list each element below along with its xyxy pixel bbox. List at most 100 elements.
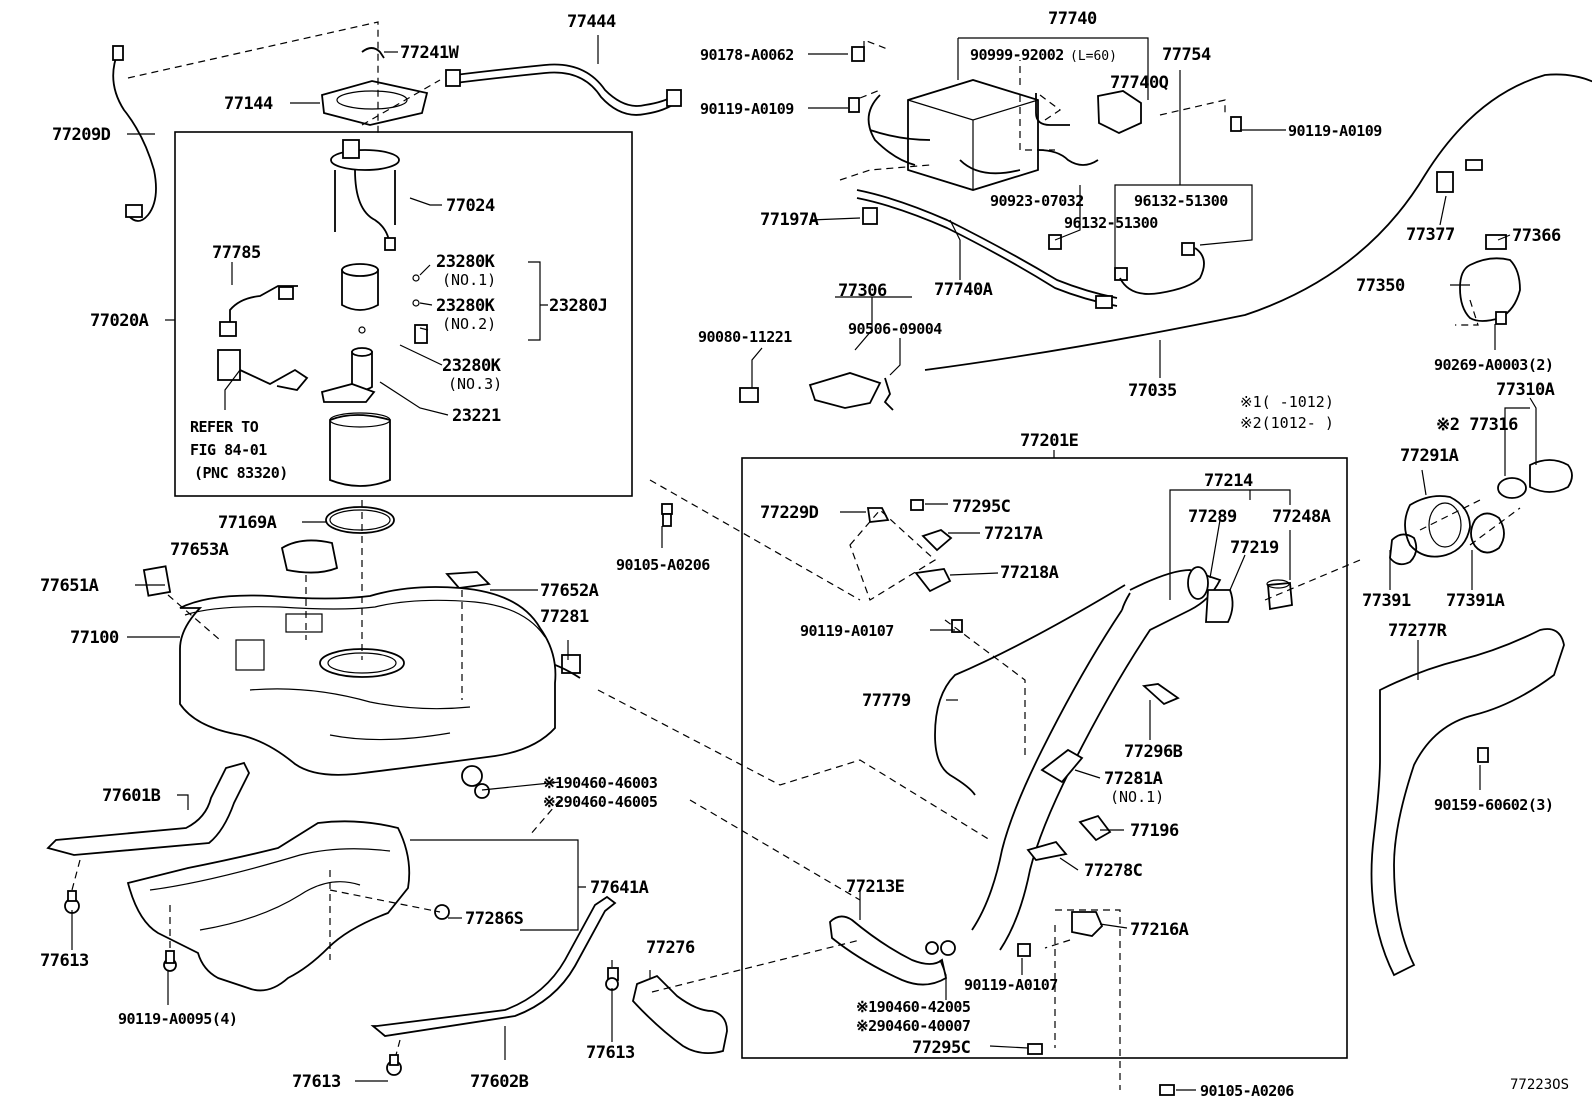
label-77213E: 77213E [846, 877, 905, 897]
label-90269-A0003: 90269-A0003(2) [1434, 356, 1553, 374]
label-90460-42005: ※190460-42005 [856, 998, 971, 1016]
dashed-lines [71, 21, 1521, 1090]
label-90506-09004: 90506-09004 [848, 320, 942, 338]
hose-77444 [454, 63, 676, 107]
label-77602B: 77602B [470, 1072, 529, 1092]
label-90999-92002: 90999-92002 [970, 46, 1064, 64]
liner-77277R [1370, 628, 1565, 977]
label-77291A: 77291A [1400, 446, 1459, 466]
label-77201E: 77201E [1020, 431, 1079, 451]
diagram-id: 77223OS [1510, 1077, 1569, 1093]
label-90159-60602: 90159-60602(3) [1434, 796, 1553, 814]
label-L60: (L=60) [1070, 49, 1117, 64]
label-no1: (NO.1) [442, 271, 496, 289]
refer-line-1: REFER TO [190, 418, 259, 436]
label-77391: 77391 [1362, 591, 1411, 611]
label-77444: 77444 [567, 12, 616, 32]
label-77219: 77219 [1230, 538, 1279, 558]
label-77740: 77740 [1048, 9, 1097, 29]
label-77241W: 77241W [400, 43, 460, 63]
label-23280K-3: 23280K [442, 356, 502, 376]
label-90119-A0109-right: 90119-A0109 [1288, 122, 1382, 140]
label-77020A: 77020A [90, 311, 149, 331]
label-77277R: 77277R [1388, 621, 1448, 641]
retainer-ring [321, 80, 429, 126]
label-77366: 77366 [1512, 226, 1561, 246]
label-77276: 77276 [646, 938, 695, 958]
under-cover [126, 820, 411, 992]
refer-line-2: FIG 84-01 [190, 441, 267, 459]
label-77641A: 77641A [590, 878, 649, 898]
label-23280K-1: 23280K [436, 252, 496, 272]
refer-line-3: (PNC 83320) [194, 464, 288, 482]
label-77248A: 77248A [1272, 507, 1331, 527]
label-77785: 77785 [212, 243, 261, 263]
label-90080-11221: 90080-11221 [698, 328, 792, 346]
label-77281: 77281 [540, 607, 589, 627]
label-90119-A0107-bottom: 90119-A0107 [964, 976, 1058, 994]
label-90460-46005: ※290460-46005 [543, 793, 658, 811]
label-77289: 77289 [1188, 507, 1237, 527]
label-77350: 77350 [1356, 276, 1405, 296]
part-shapes [46, 45, 1592, 1096]
label-77216A: 77216A [1130, 920, 1189, 940]
label-77296B: 77296B [1124, 742, 1183, 762]
label-90105-A0206-bottom: 90105-A0206 [1200, 1082, 1294, 1099]
label-77214: 77214 [1204, 471, 1253, 491]
label-77144: 77144 [224, 94, 273, 114]
label-77035: 77035 [1128, 381, 1177, 401]
leader-lines [71, 35, 1537, 1091]
label-77316: ※2 77316 [1436, 415, 1518, 435]
label-no2: (NO.2) [442, 315, 496, 333]
label-77306: 77306 [838, 281, 887, 301]
note-variant-2: ※2(1012- ) [1240, 414, 1334, 432]
labels: 77444 77241W 77144 77209D 77024 77785 23… [40, 9, 1569, 1100]
filler-pipe-box [741, 457, 1348, 1059]
label-77613-left: 77613 [40, 951, 89, 971]
label-90923-07032: 90923-07032 [990, 192, 1084, 210]
label-23221: 23221 [452, 406, 501, 426]
label-77209D: 77209D [52, 125, 111, 145]
label-no3: (NO.3) [448, 375, 502, 393]
label-77024: 77024 [446, 196, 495, 216]
label-77613-mid: 77613 [586, 1043, 635, 1063]
label-77281A: 77281A [1104, 769, 1163, 789]
label-96132-51300-b: 96132-51300 [1064, 214, 1158, 232]
label-96132-51300-a: 96132-51300 [1134, 192, 1228, 210]
label-77217A: 77217A [984, 524, 1043, 544]
label-77100: 77100 [70, 628, 119, 648]
label-77196: 77196 [1130, 821, 1179, 841]
label-77779: 77779 [862, 691, 911, 711]
label-90460-40007: ※290460-40007 [856, 1017, 970, 1035]
label-23280K-2: 23280K [436, 296, 496, 316]
label-77218A: 77218A [1000, 563, 1059, 583]
label-77652A: 77652A [540, 581, 599, 601]
harness-77209D [112, 51, 157, 222]
label-77740A: 77740A [934, 280, 993, 300]
label-90119-A0109-left: 90119-A0109 [700, 100, 794, 118]
label-77391A: 77391A [1446, 591, 1505, 611]
label-no1b: (NO.1) [1110, 788, 1164, 806]
label-77197A: 77197A [760, 210, 819, 230]
label-77653A: 77653A [170, 540, 229, 560]
label-77754: 77754 [1162, 45, 1211, 65]
label-77613-bottom: 77613 [292, 1072, 341, 1092]
label-77286S: 77286S [465, 909, 524, 929]
label-77377: 77377 [1406, 225, 1455, 245]
label-90119-A0107-top: 90119-A0107 [800, 622, 894, 640]
label-77169A: 77169A [218, 513, 277, 533]
sub-tank [329, 414, 391, 487]
label-90460-46003: ※190460-46003 [543, 774, 658, 792]
label-77229D: 77229D [760, 503, 819, 523]
label-77601B: 77601B [102, 786, 161, 806]
label-77295C-bottom: 77295C [912, 1038, 970, 1058]
label-77278C: 77278C [1084, 861, 1142, 881]
fuel-tank [179, 586, 557, 776]
note-variant-1: ※1( -1012) [1240, 393, 1334, 411]
label-77310A: 77310A [1496, 380, 1555, 400]
label-77651A: 77651A [40, 576, 99, 596]
label-77740Q: 77740Q [1110, 73, 1169, 93]
label-23280J: 23280J [549, 296, 607, 316]
